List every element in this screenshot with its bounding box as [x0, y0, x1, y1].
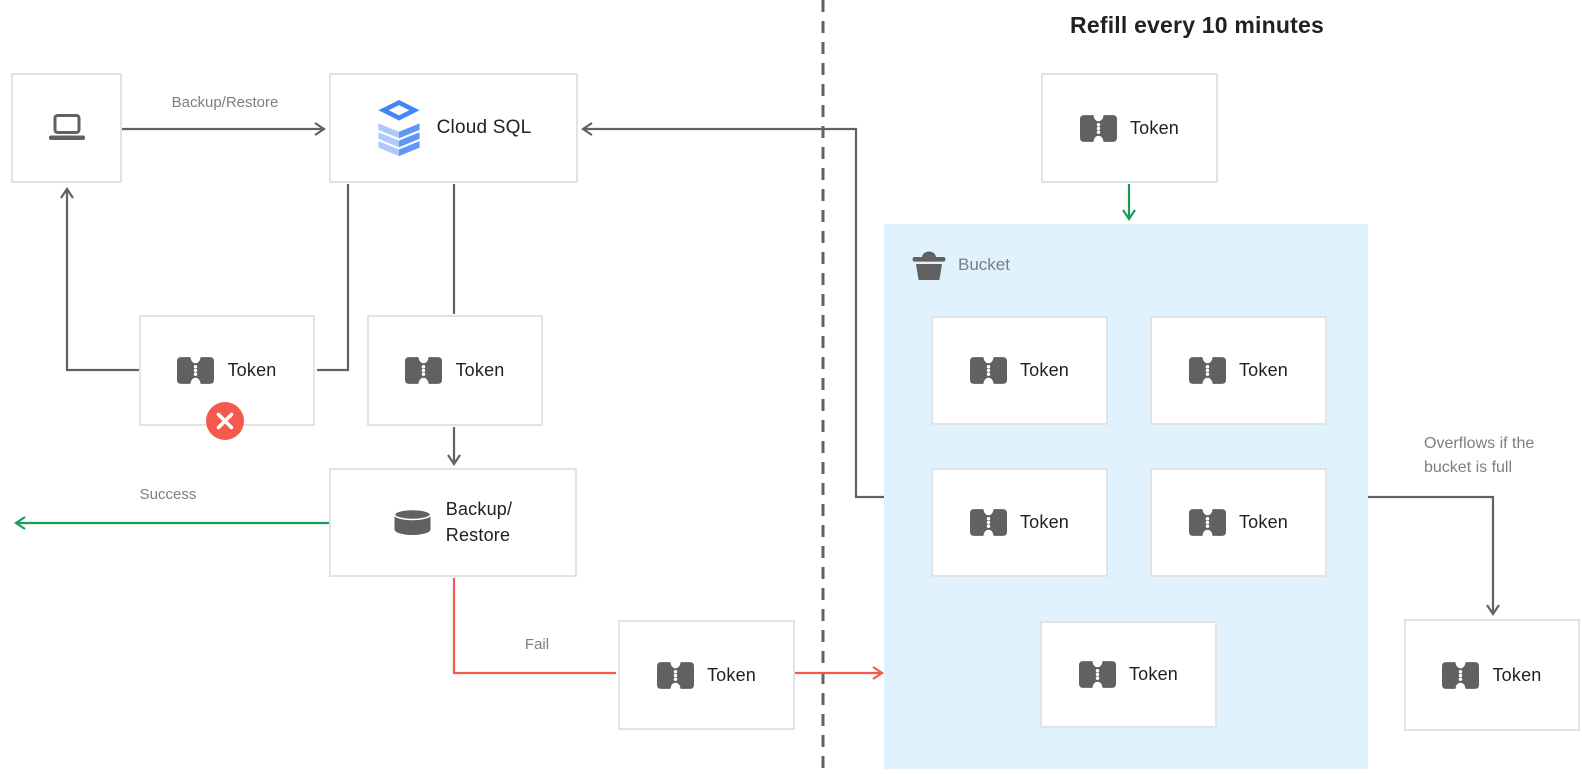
fail-label: Fail	[524, 636, 550, 653]
rejected-token-node: Token	[139, 315, 315, 426]
cloud-sql-icon	[378, 99, 420, 156]
token-label: Token	[455, 360, 505, 380]
refill-token-node: Token	[1041, 73, 1218, 183]
token-label: Token	[706, 664, 757, 685]
success-label: Success	[139, 486, 197, 503]
database-cylinder-icon	[393, 509, 431, 535]
client-laptop-node	[11, 73, 122, 183]
arrow-bucket-overflow	[1368, 495, 1500, 616]
arrow-token1-to-laptop	[60, 187, 139, 372]
bucket-icon	[912, 251, 946, 280]
token-label: Token	[1238, 360, 1289, 380]
ticket-icon	[1078, 661, 1116, 688]
bucket-token-node: Token	[1040, 621, 1217, 728]
line-cloudsql-to-token1	[317, 184, 350, 372]
token-label: Token	[227, 360, 277, 380]
token-label: Token	[1129, 117, 1180, 138]
error-badge	[206, 402, 244, 440]
refill-title: Refill every 10 minutes	[1070, 12, 1324, 38]
error-x-icon	[216, 412, 234, 430]
cloud-sql-label: Cloud SQL	[436, 117, 532, 138]
token-label: Token	[1019, 360, 1070, 380]
backup-restore-line1: Backup/	[445, 499, 513, 520]
backup-restore-line2: Restore	[445, 524, 511, 545]
overflow-token-node: Token	[1404, 619, 1580, 731]
bucket-token-node: Token	[1150, 316, 1327, 425]
ticket-icon	[656, 661, 694, 689]
bucket-token-node: Token	[931, 468, 1108, 577]
ticket-icon	[1188, 509, 1226, 536]
line-fail-to-token	[452, 578, 616, 675]
fail-token-node: Token	[618, 620, 795, 730]
consumed-token-node: Token	[367, 315, 543, 426]
overflow-note-line2: bucket is full	[1424, 459, 1513, 476]
token-label: Token	[1128, 664, 1179, 684]
token-label: Token	[1492, 664, 1542, 685]
bucket-token-node: Token	[931, 316, 1108, 425]
backup-restore-node: Backup/ Restore	[329, 468, 577, 577]
cloud-sql-node: Cloud SQL	[329, 73, 578, 183]
laptop-icon	[48, 114, 85, 140]
ticket-icon	[405, 357, 443, 384]
ticket-icon	[1442, 661, 1480, 689]
ticket-icon	[177, 357, 215, 384]
ticket-icon	[1188, 357, 1226, 384]
ticket-icon	[1079, 114, 1117, 142]
backup-restore-label: Backup/ Restore	[446, 497, 512, 547]
bucket-token-node: Token	[1150, 468, 1327, 577]
overflow-note-line1: Overflows if the	[1424, 435, 1535, 452]
arrow-bucket-to-cloudsql	[581, 122, 884, 499]
token-label: Token	[1019, 512, 1070, 532]
overflow-note: Overflows if the bucket is full	[1424, 432, 1534, 480]
backup-restore-arrow-label: Backup/Restore	[171, 94, 279, 111]
ticket-icon	[969, 509, 1007, 536]
bucket-label: Bucket	[958, 254, 1010, 274]
token-label: Token	[1238, 512, 1289, 532]
ticket-icon	[969, 357, 1007, 384]
bucket-header: Bucket	[912, 249, 1010, 280]
